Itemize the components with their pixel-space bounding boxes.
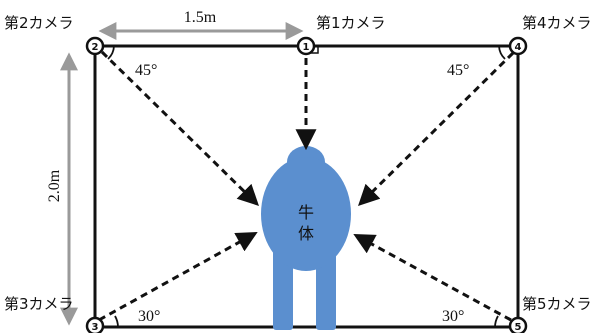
cow-label-line2: 体 [298,224,314,243]
camera-5-label: 第5カメラ [522,295,592,313]
svg-text:3: 3 [92,322,99,333]
camera3-view-arrow [98,231,258,322]
width-dimension-label: 1.5m [184,9,217,26]
angle-label-top-right: 45° [447,62,469,79]
camera5-view-arrow [353,233,512,322]
camera-2-label: 第2カメラ [4,14,74,32]
camera-1-label: 第1カメラ [316,14,386,32]
svg-text:1: 1 [303,42,310,53]
angle-arc-top-right [498,45,506,60]
camera-3-label: 第3カメラ [4,295,74,313]
camera2-view-arrow [100,50,259,206]
svg-text:5: 5 [515,322,522,333]
camera-4-marker: 4 [508,36,528,56]
angle-arc-top-left [107,45,115,60]
angle-label-top-left: 45° [135,62,157,79]
height-dimension-label: 2.0m [46,169,63,202]
svg-text:2: 2 [92,42,99,53]
cow-label-line1: 牛 [298,203,314,222]
svg-text:4: 4 [515,42,522,53]
camera-1-marker: 1 [296,36,316,56]
camera4-view-arrow [358,51,515,206]
cow-body [261,146,351,330]
angle-label-bottom-right: 30° [442,308,464,325]
angle-arc-bottom-left [114,315,119,328]
angle-arc-bottom-right [494,315,499,328]
camera-3-marker: 3 [85,316,105,333]
camera-5-marker: 5 [508,316,528,333]
angle-label-bottom-left: 30° [138,308,160,325]
camera-4-label: 第4カメラ [522,14,592,32]
camera-2-marker: 2 [85,36,105,56]
